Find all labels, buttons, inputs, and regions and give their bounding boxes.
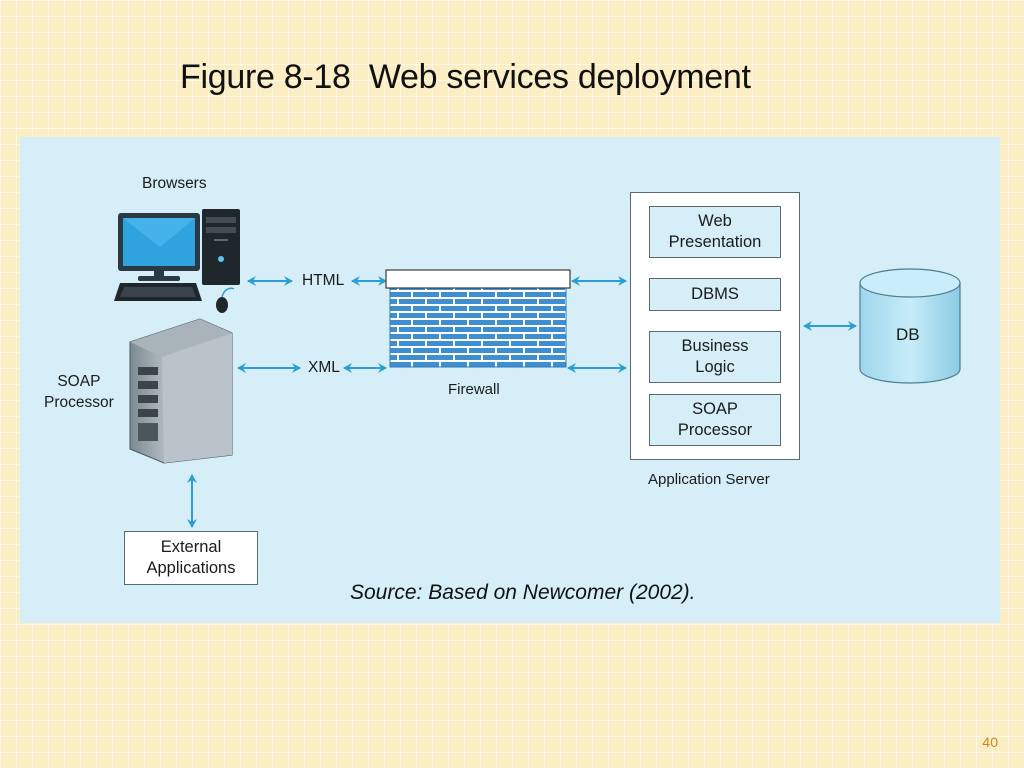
- dbms-box: DBMS: [649, 278, 781, 311]
- business-logic-box: Business Logic: [649, 331, 781, 383]
- diagram-graphics: [114, 209, 961, 528]
- db-label: DB: [896, 325, 920, 344]
- html-label: HTML: [302, 272, 345, 289]
- source-note: Source: Based on Newcomer (2002).: [350, 581, 696, 604]
- external-applications-box: External Applications: [124, 531, 258, 585]
- xml-label: XML: [308, 359, 340, 376]
- browsers-label: Browsers: [142, 175, 207, 192]
- mouse-icon: [216, 287, 235, 313]
- firewall-icon: [385, 269, 571, 368]
- page-number: 40: [982, 734, 998, 750]
- firewall-label: Firewall: [448, 381, 500, 398]
- soap-processor-label: SOAP Processor: [44, 373, 114, 411]
- database-icon: [859, 268, 961, 384]
- server-icon: [129, 318, 233, 464]
- slide-title: Figure 8-18 Web services deployment: [180, 58, 751, 96]
- application-server-label: Application Server: [648, 471, 770, 488]
- web-presentation-box: Web Presentation: [649, 206, 781, 258]
- web-services-diagram: Browsers SOAP Processor HTML XML Firewal…: [20, 137, 1000, 623]
- application-server-box: Web Presentation DBMS Business Logic SOA…: [630, 192, 800, 460]
- monitor-icon: [118, 213, 200, 281]
- keyboard-icon: [114, 283, 202, 301]
- computer-tower-icon: [202, 209, 240, 285]
- soap-processor-box: SOAP Processor: [649, 394, 781, 446]
